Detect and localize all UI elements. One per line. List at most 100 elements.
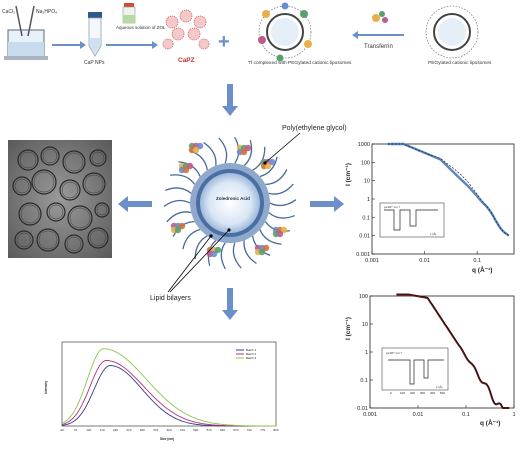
saxs-top-xlabel: q (Å⁻¹)	[472, 265, 492, 274]
vesicle-inner	[69, 207, 91, 229]
tf-complex-label: Tf complexed with PEGylated cationic lip…	[248, 60, 352, 66]
inset-x-tick-label: 200	[410, 391, 415, 395]
peg-pointer	[264, 132, 301, 164]
y-tick-label: 0.1	[360, 378, 368, 384]
y-tick-label: 0.1	[362, 215, 370, 221]
vesicle-inner	[66, 236, 82, 252]
transferrin-protein	[170, 222, 186, 234]
vesicle	[64, 234, 84, 254]
vial-icon	[122, 3, 136, 24]
vesicle-inner	[38, 230, 58, 250]
peg-liposome-icon	[425, 5, 479, 59]
saxs-top-inset-ylabel: ρx10¹⁰ cm⁻²	[384, 205, 400, 209]
synthesis-row: CaCl₂ Na₂HPO₄ CaP NPs Aqueous solution o…	[2, 2, 492, 66]
x-tick-label: 0.1	[462, 412, 470, 418]
dls-x-tick-label: 270	[126, 428, 131, 432]
inset-x-tick-label: 400	[430, 391, 435, 395]
transferrin-protein	[206, 246, 222, 258]
y-tick-label: 1	[365, 350, 368, 356]
transferrin-protein	[272, 226, 288, 238]
dls-x-tick-label: 820	[273, 428, 278, 432]
x-tick-label: 0.01	[419, 258, 430, 264]
dls-x-tick-label: 220	[113, 428, 118, 432]
zol-label: Aqueous solution of ZOL	[116, 25, 166, 30]
dls-x-tick-label: 520	[193, 428, 198, 432]
tem-micrograph	[8, 140, 112, 258]
saxs-bottom-xlabel: q (Å⁻¹)	[480, 418, 500, 427]
y-tick-label: 0.01	[357, 406, 368, 412]
beaker-icon	[4, 5, 48, 60]
y-tick-label: 0.001	[356, 252, 370, 258]
vesicle	[87, 227, 109, 249]
saxs-bottom-fit-series	[396, 293, 510, 409]
saxs-bottom-inset	[381, 347, 449, 391]
transferrin-protein	[188, 142, 204, 154]
vesicle-inner	[42, 148, 58, 164]
y-tick-label: 10	[364, 179, 370, 185]
vesicle-inner	[64, 152, 84, 172]
dls-xlabel: Size (nm)	[160, 437, 174, 441]
peg-chain	[164, 187, 192, 194]
vesicle	[36, 228, 60, 252]
central-liposome: Zoledronic Acid	[163, 136, 297, 270]
transferrin-protein	[254, 244, 270, 256]
capz-particles	[162, 9, 210, 50]
vesicle-inner	[48, 204, 64, 220]
x-tick-label: 1	[512, 412, 515, 418]
saxs-top-ylabel: I (cm⁻¹)	[345, 163, 352, 186]
vesicle	[14, 230, 34, 250]
dls-x-tick-label: 120	[86, 428, 91, 432]
test-tube-icon	[88, 12, 102, 57]
saxs-bottom-plot: 1001010.10.010.0010.010.1112111098701002…	[345, 293, 516, 427]
vesicle	[62, 150, 86, 174]
peg-chain	[163, 199, 191, 207]
transferrin-label: Transferrin	[364, 44, 393, 50]
lipid-label: Lipid bilayers	[150, 295, 191, 302]
transferrin-protein-icon	[372, 11, 388, 23]
peg-chain	[259, 229, 282, 245]
peg-chain	[268, 183, 294, 195]
vesicle	[59, 179, 81, 201]
vesicle-inner	[16, 232, 32, 248]
inset-x-tick-label: 100	[400, 391, 405, 395]
legend-label: Batch 2	[246, 352, 257, 356]
inset-x-tick-label: 500	[440, 391, 445, 395]
x-tick-label: 0.001	[365, 258, 379, 264]
peg-chain	[218, 137, 228, 164]
peg-chain	[269, 199, 297, 207]
vesicle-inner	[14, 178, 30, 194]
dls-x-tick-label: 770	[260, 428, 265, 432]
vesicle-inner	[84, 174, 104, 194]
core-label: Zoledronic Acid	[216, 196, 250, 201]
peg-chain	[220, 242, 226, 270]
vesicle	[31, 169, 57, 195]
peg-label: Poly(ethylene glycol)	[282, 125, 347, 132]
vesicle	[89, 149, 107, 167]
inset-x-tick-label: 300	[420, 391, 425, 395]
dls-x-tick-label: 170	[100, 428, 105, 432]
transferrin-protein	[178, 162, 194, 174]
vesicle	[46, 202, 66, 222]
lipid-pointer	[167, 235, 212, 293]
legend-label: Batch 1	[246, 348, 257, 352]
peg-chain	[259, 156, 278, 178]
saxs-top-inset-profile	[384, 209, 438, 231]
y-tick-label: 1	[367, 197, 370, 203]
dls-x-tick-label: 470	[180, 428, 185, 432]
saxs-top-data-series	[387, 142, 510, 237]
reagent-left-label: CaCl₂	[2, 9, 15, 15]
vesicle-inner	[91, 151, 105, 165]
peg-chain	[243, 240, 257, 265]
vesicle-inner	[89, 229, 107, 247]
dls-x-tick-label: 570	[207, 428, 212, 432]
plus-icon: +	[218, 31, 230, 53]
peg-chain	[232, 242, 242, 269]
vesicle-inner	[20, 204, 40, 224]
vesicle	[17, 149, 39, 171]
dls-x-tick-label: 370	[153, 428, 158, 432]
dls-x-tick-label: 720	[247, 428, 252, 432]
vesicle	[82, 172, 106, 196]
saxs-top-inset-xlabel: z (Å)	[430, 231, 436, 236]
